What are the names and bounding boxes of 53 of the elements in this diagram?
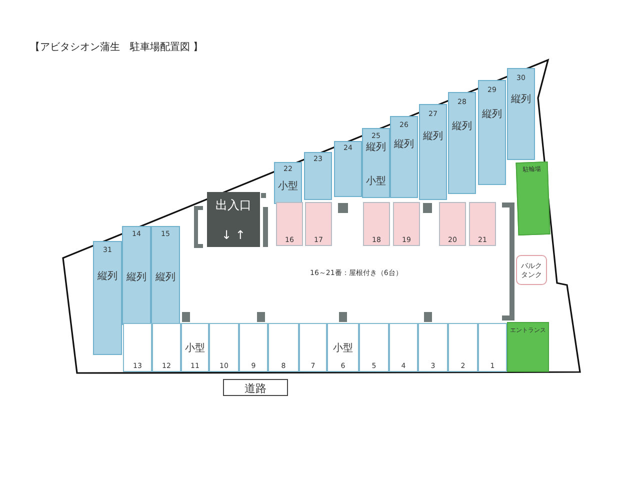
parking-space (299, 323, 327, 372)
road-box (223, 379, 288, 396)
road-label: 道路 (244, 382, 268, 394)
space-type-label: 縦列 (154, 272, 176, 283)
parking-space (418, 323, 448, 372)
direction-arrows: ↓ ↑ (220, 228, 246, 241)
tank-box (516, 255, 547, 285)
space-type-label: 縦列 (365, 143, 387, 153)
parking-space (93, 241, 122, 355)
space-type-label: 小型 (184, 344, 206, 354)
parking-space (152, 323, 181, 372)
parking-space (209, 323, 239, 372)
parking-space (507, 68, 535, 160)
covered-parking-space (469, 202, 496, 246)
parking-space (478, 323, 507, 372)
parking-space (389, 323, 418, 372)
space-type-label: 縦列 (481, 110, 503, 120)
gateway-label: 出入口 (214, 198, 252, 210)
covered-parking-space (363, 202, 390, 246)
parking-space (478, 80, 506, 185)
bicycle-parking-area (516, 161, 550, 236)
covered-parking-space (305, 202, 332, 246)
space-type-label: 縦列 (422, 132, 444, 142)
parking-space (151, 226, 180, 325)
parking-space (334, 141, 362, 197)
parking-space (181, 323, 209, 372)
parking-space (268, 323, 299, 372)
covered-parking-space (276, 202, 303, 246)
space-type-label: 縦列 (96, 272, 118, 282)
space-type-label: 小型 (332, 344, 354, 354)
covered-parking-space (393, 202, 420, 246)
parking-space (390, 116, 418, 198)
gateway-box (207, 192, 260, 247)
parking-space (448, 323, 478, 372)
space-type-label: 小型 (365, 176, 387, 187)
parking-space (448, 92, 476, 194)
title: 【アビタシオン蒲生 駐車場配置図 】 (30, 40, 204, 54)
parking-space (304, 152, 332, 200)
entrance-area (507, 322, 549, 372)
covered-parking-space (439, 202, 466, 246)
parking-space (419, 104, 447, 200)
space-type-label: 縦列 (393, 140, 415, 150)
space-type-label: 小型 (277, 182, 299, 192)
parking-space (123, 323, 152, 372)
space-type-label: 縦列 (451, 122, 473, 132)
parking-space (359, 323, 389, 372)
parking-space (362, 128, 390, 198)
parking-space (239, 323, 268, 372)
parking-space (327, 323, 359, 372)
space-type-label: 縦列 (510, 94, 532, 105)
space-type-label: 縦列 (126, 272, 148, 283)
parking-space (274, 162, 302, 204)
parking-space (122, 226, 151, 325)
